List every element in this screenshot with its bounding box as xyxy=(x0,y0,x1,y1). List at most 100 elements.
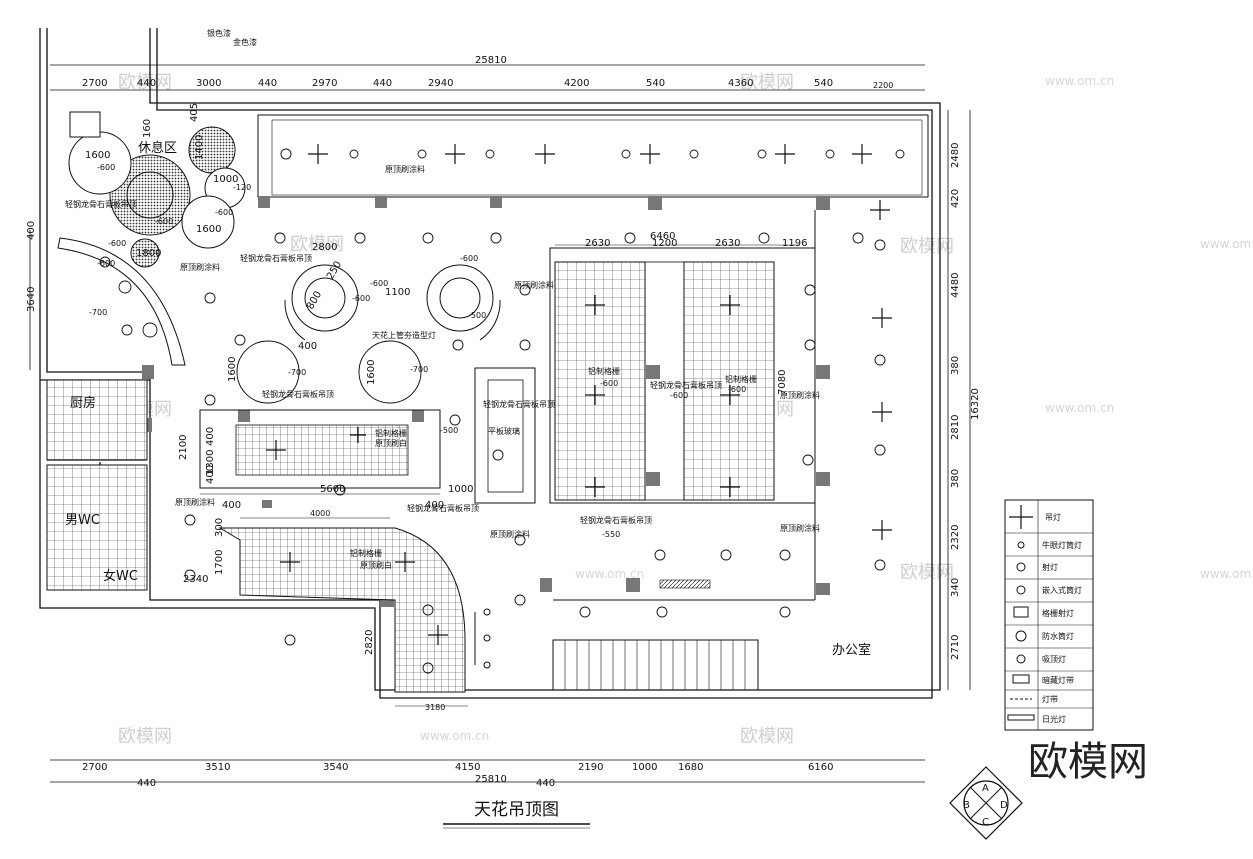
room-kitchen: 厨房 xyxy=(70,395,96,411)
svg-text:2700: 2700 xyxy=(82,78,107,89)
svg-text:1680: 1680 xyxy=(678,762,703,773)
svg-text:2940: 2940 xyxy=(428,78,453,89)
svg-text:4150: 4150 xyxy=(455,762,480,773)
stair xyxy=(552,639,759,691)
svg-text:3540: 3540 xyxy=(323,762,348,773)
svg-text:1400: 1400 xyxy=(194,135,205,160)
svg-text:铝制格栅: 铝制格栅 xyxy=(350,548,382,558)
svg-text:2340: 2340 xyxy=(183,574,208,585)
svg-text:420: 420 xyxy=(950,189,961,208)
svg-text:400: 400 xyxy=(298,341,317,352)
svg-text:2820: 2820 xyxy=(364,630,375,655)
svg-text:www.om.cn: www.om.cn xyxy=(420,729,489,743)
curved-grille xyxy=(218,527,466,693)
svg-text:4360: 4360 xyxy=(728,78,753,89)
svg-text:2700: 2700 xyxy=(82,762,107,773)
svg-text:440: 440 xyxy=(137,78,156,89)
grille-strip xyxy=(235,424,409,476)
legend: 吊灯 牛眼灯筒灯 射灯 嵌入式筒灯 格栅射灯 防水筒灯 吸顶灯 暗藏灯带 灯带 … xyxy=(1004,499,1094,731)
section-marker: A B C D xyxy=(949,766,1023,840)
svg-text:灯带: 灯带 xyxy=(1042,694,1058,704)
svg-text:400: 400 xyxy=(222,500,241,511)
svg-text:2480: 2480 xyxy=(950,143,961,168)
svg-text:轻钢龙骨石膏板吊顶: 轻钢龙骨石膏板吊顶 xyxy=(262,389,334,399)
svg-text:2810: 2810 xyxy=(950,415,961,440)
svg-text:-500: -500 xyxy=(468,311,486,320)
svg-text:-700: -700 xyxy=(89,308,107,317)
wc-tiles xyxy=(46,464,148,591)
svg-text:-600: -600 xyxy=(97,259,115,268)
svg-text:天花上管夯造型灯: 天花上管夯造型灯 xyxy=(372,330,436,340)
svg-text:轻钢龙骨石膏板吊顶: 轻钢龙骨石膏板吊顶 xyxy=(483,399,555,409)
svg-text:380: 380 xyxy=(950,356,961,375)
svg-text:2190: 2190 xyxy=(578,762,603,773)
svg-text:D: D xyxy=(1000,800,1008,811)
svg-text:防水筒灯: 防水筒灯 xyxy=(1042,631,1074,641)
pod-ceilings xyxy=(236,264,501,404)
pendant-lights xyxy=(266,144,892,645)
dim-bottom-segments: 2700 3510 3540 4150 2190 1000 1680 6160 … xyxy=(82,762,833,789)
svg-text:轻钢龙骨石膏板吊顶: 轻钢龙骨石膏板吊顶 xyxy=(240,253,312,263)
svg-text:440: 440 xyxy=(373,78,392,89)
svg-text:原顶刷白: 原顶刷白 xyxy=(375,438,407,448)
grille-panel-left xyxy=(554,261,646,501)
svg-text:www.om.cn: www.om.cn xyxy=(1045,74,1114,88)
svg-text:440: 440 xyxy=(137,778,156,789)
svg-text:4200: 4200 xyxy=(564,78,589,89)
svg-text:1600: 1600 xyxy=(366,360,377,385)
svg-text:银色漆: 银色漆 xyxy=(207,28,231,38)
room-womens-wc: 女WC xyxy=(103,568,138,584)
brand-logo: 欧模网 xyxy=(1028,739,1148,785)
drawing-title: 天花吊顶图 xyxy=(474,800,559,820)
grille-panel-right xyxy=(683,261,775,501)
svg-text:400: 400 xyxy=(205,427,216,446)
light-fixtures xyxy=(99,148,905,674)
svg-text:3510: 3510 xyxy=(205,762,230,773)
svg-text:金色漆: 金色漆 xyxy=(233,37,257,47)
level-marks: -600 -600 -600 -600 -600 -700 -600 -600 … xyxy=(89,163,746,539)
svg-text:-600: -600 xyxy=(670,391,688,400)
svg-text:4000: 4000 xyxy=(310,509,330,518)
svg-text:1000: 1000 xyxy=(448,484,473,495)
svg-text:5600: 5600 xyxy=(320,484,345,495)
svg-text:1600: 1600 xyxy=(85,150,110,161)
dimension-top xyxy=(50,64,925,91)
svg-text:A: A xyxy=(982,783,989,794)
svg-text:2630: 2630 xyxy=(585,238,610,249)
dim-right-segments: 2480 420 4480 380 2810 380 2320 340 2710… xyxy=(950,143,981,660)
svg-text:www.om.cn: www.om.cn xyxy=(1200,237,1253,251)
dim-bottom-overall: 25810 xyxy=(475,774,507,785)
kitchen-tiles xyxy=(46,379,148,461)
svg-text:原顶刷涂料: 原顶刷涂料 xyxy=(780,523,820,533)
svg-text:-600: -600 xyxy=(108,239,126,248)
svg-text:射灯: 射灯 xyxy=(1042,562,1058,572)
svg-text:3640: 3640 xyxy=(26,287,37,312)
svg-text:6160: 6160 xyxy=(808,762,833,773)
svg-text:1200: 1200 xyxy=(652,238,677,249)
svg-text:2100: 2100 xyxy=(178,435,189,460)
dimension-right xyxy=(947,110,971,690)
svg-text:-700: -700 xyxy=(410,365,428,374)
svg-text:牛眼灯筒灯: 牛眼灯筒灯 xyxy=(1042,540,1082,550)
svg-text:欧模网: 欧模网 xyxy=(118,72,172,93)
wall-sconces xyxy=(474,608,491,669)
svg-text:原顶刷涂料: 原顶刷涂料 xyxy=(780,390,820,400)
svg-text:原顶刷白: 原顶刷白 xyxy=(360,560,392,570)
svg-text:嵌入式筒灯: 嵌入式筒灯 xyxy=(1042,585,1082,595)
svg-text:平板玻璃: 平板玻璃 xyxy=(488,426,520,436)
svg-text:1300: 1300 xyxy=(205,450,216,475)
svg-text:1700: 1700 xyxy=(214,550,225,575)
svg-text:2710: 2710 xyxy=(950,635,961,660)
svg-text:405: 405 xyxy=(189,103,200,122)
svg-text:16320: 16320 xyxy=(970,388,981,420)
svg-text:1000: 1000 xyxy=(213,174,238,185)
svg-text:轻钢龙骨石膏板吊顶: 轻钢龙骨石膏板吊顶 xyxy=(580,515,652,525)
svg-text:2320: 2320 xyxy=(950,525,961,550)
svg-text:3180: 3180 xyxy=(425,703,445,712)
svg-text:www.om.cn: www.om.cn xyxy=(1045,401,1114,415)
svg-text:日光灯: 日光灯 xyxy=(1042,714,1066,724)
svg-text:2200: 2200 xyxy=(873,81,893,90)
svg-text:欧模网: 欧模网 xyxy=(900,236,954,257)
svg-text:原顶刷涂料: 原顶刷涂料 xyxy=(175,497,215,507)
